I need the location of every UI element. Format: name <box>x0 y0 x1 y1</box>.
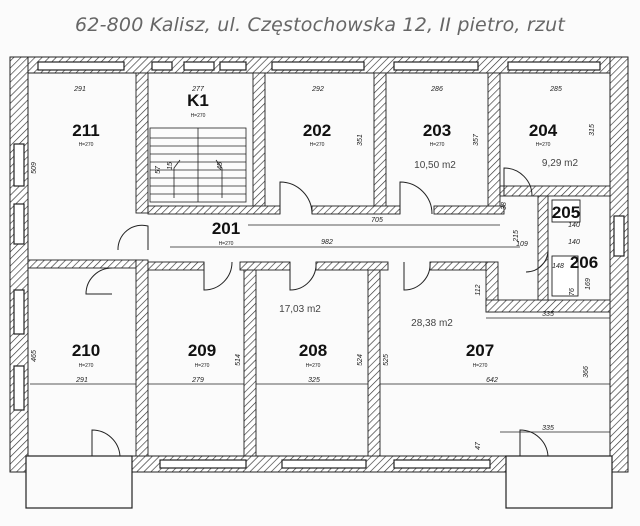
dim-label: 15 <box>167 162 174 170</box>
room-211-height: H=270 <box>79 142 94 148</box>
room-201-height: H=270 <box>219 241 234 247</box>
dim-label: 140 <box>568 222 580 229</box>
dimension-lines <box>30 224 610 433</box>
room-205-number: 205 <box>552 203 580 222</box>
room-204-area: 9,29 m2 <box>542 158 579 169</box>
dim-label: 525 <box>383 354 390 366</box>
dim-label: 291 <box>73 86 86 93</box>
room-207-area: 28,38 m2 <box>411 318 453 329</box>
room-204-height: H=270 <box>536 142 551 148</box>
windows <box>13 61 625 469</box>
dim-label: 315 <box>589 124 596 136</box>
dim-label: 38 <box>501 202 508 210</box>
room-206-number: 206 <box>570 253 598 272</box>
dim-label: 57 <box>155 165 162 174</box>
room-209-height: H=270 <box>195 363 210 369</box>
dimension-labels: 291 277 292 286 285 509 351 357 315 705 … <box>31 86 596 450</box>
dim-label: 465 <box>31 350 38 362</box>
room-k1-height: H=270 <box>191 113 206 119</box>
dim-label: 351 <box>357 134 364 146</box>
room-208-area: 17,03 m2 <box>279 304 321 315</box>
room-203-height: H=270 <box>430 142 445 148</box>
dim-label: 279 <box>191 377 204 384</box>
room-210-height: H=270 <box>79 363 94 369</box>
dim-label: 169 <box>585 278 592 290</box>
room-202-height: H=270 <box>310 142 325 148</box>
dim-label: 325 <box>308 377 320 384</box>
balcony-right <box>505 455 613 509</box>
dim-label: 524 <box>357 354 364 366</box>
dim-label: 112 <box>475 284 482 295</box>
dim-label: 357 <box>473 133 480 146</box>
dim-label: 514 <box>235 354 242 366</box>
dim-label: 335 <box>542 425 554 432</box>
dim-label: 509 <box>31 162 38 174</box>
room-209-number: 209 <box>188 341 216 360</box>
interior-walls <box>27 72 611 457</box>
dim-label: 982 <box>321 239 333 246</box>
dim-label: 285 <box>549 86 562 93</box>
dim-label: 286 <box>430 86 443 93</box>
doors <box>85 167 549 457</box>
room-207-height: H=270 <box>473 363 488 369</box>
room-201-number: 201 <box>212 219 240 238</box>
plan-title: 62-800 Kalisz, ul. Częstochowska 12, II … <box>75 14 565 36</box>
dim-label: 335 <box>542 311 554 318</box>
dim-label: 277 <box>191 86 205 93</box>
room-k1-number: K1 <box>187 91 209 110</box>
dim-label: 292 <box>311 86 324 93</box>
dim-label: 109 <box>516 241 528 248</box>
dim-label: 45 <box>217 162 224 170</box>
dim-label: 705 <box>371 217 383 224</box>
dim-label: 366 <box>583 366 590 378</box>
dim-label: 47 <box>475 441 482 450</box>
dim-label: 215 <box>513 230 520 243</box>
fixtures <box>551 199 581 297</box>
room-208-number: 208 <box>299 341 327 360</box>
balcony-left <box>25 455 133 509</box>
room-211-number: 211 <box>72 121 99 140</box>
room-202-number: 202 <box>303 121 331 140</box>
dim-label: 642 <box>486 377 498 384</box>
dim-label: 76 <box>569 288 576 296</box>
dim-label: 148 <box>552 263 564 270</box>
room-203-number: 203 <box>423 121 451 140</box>
room-labels: 211 H=270 K1 H=270 202 H=270 203 H=270 1… <box>72 91 598 369</box>
room-204-number: 204 <box>529 121 558 140</box>
staircase <box>149 127 247 203</box>
room-208-height: H=270 <box>306 363 321 369</box>
room-203-area: 10,50 m2 <box>414 160 456 171</box>
dim-label: 140 <box>568 239 580 246</box>
room-207-number: 207 <box>466 341 494 360</box>
dim-label: 291 <box>75 377 88 384</box>
room-210-number: 210 <box>72 341 100 360</box>
